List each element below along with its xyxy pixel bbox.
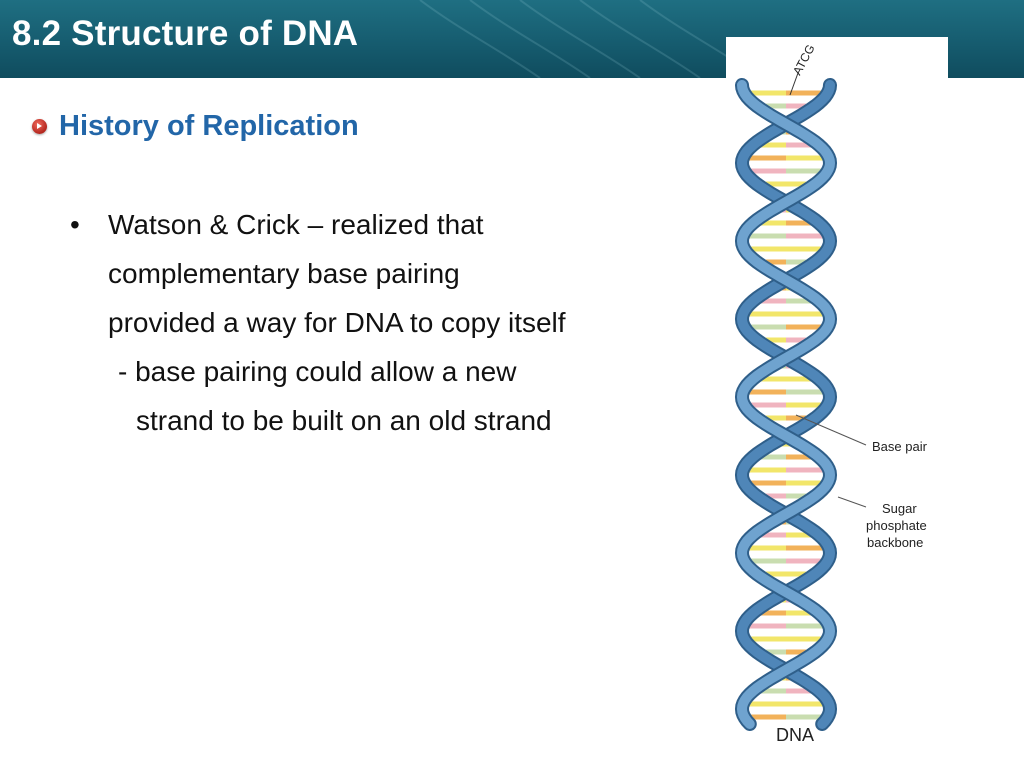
backbone-pointer [837,496,867,508]
backbone-strand [736,80,836,729]
text-line-5: strand to be built on an old strand [136,405,552,436]
text-line-4: - base pairing could allow a new [118,356,517,387]
backbone-label-line-2: phosphate [866,518,927,533]
arrow-bullet-icon [32,119,47,134]
bullet-dot: • [70,209,80,240]
atcg-pointer [789,72,799,96]
backbone-strand [736,80,836,729]
annotations: ATCG Base pair Sugar phosphate backbone … [776,42,928,745]
title-bar-texture [419,0,761,78]
text-line-1: Watson & Crick – realized that [108,209,484,240]
heading-text: History of Replication [59,110,359,142]
dna-figure: ATCG Base pair Sugar phosphate backbone … [726,37,948,753]
atcg-label: ATCG [790,42,818,77]
body-text: • Watson & Crick – realized that complem… [70,200,690,445]
backbone-label-line-1: Sugar [882,501,917,516]
slide-title: 8.2 Structure of DNA [12,14,359,53]
base-pair-pointer [795,414,867,446]
backbone-label-line-3: backbone [867,535,923,550]
dna-helix-diagram: ATCG Base pair Sugar phosphate backbone … [734,42,928,745]
text-line-2: complementary base pairing [108,258,460,289]
sugar-phosphate-backbone [734,78,838,731]
base-pair-label: Base pair [872,439,928,454]
bullet-line: • Watson & Crick – realized that [70,200,690,249]
dna-caption: DNA [776,725,814,745]
text-line-3: provided a way for DNA to copy itself [108,307,566,338]
section-heading: History of Replication [32,110,359,143]
